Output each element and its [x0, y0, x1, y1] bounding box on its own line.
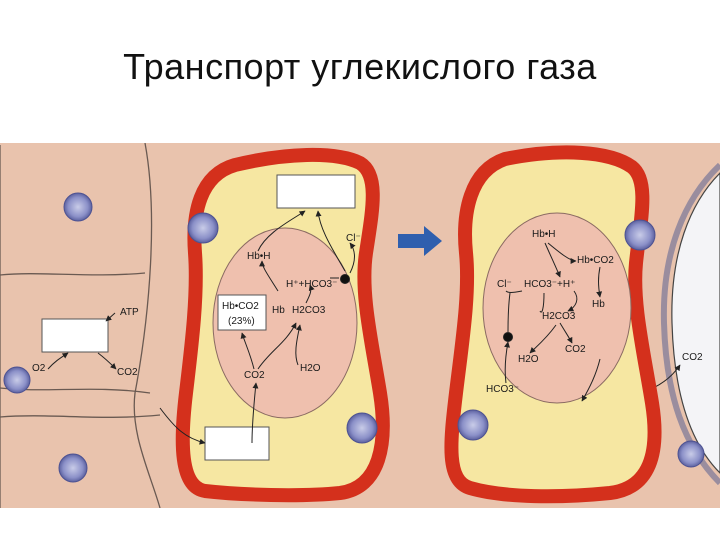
- hb-h-right-label: Hb•H: [532, 229, 556, 240]
- right-capillary-nucleus-icon: [624, 219, 656, 251]
- mitochondrion-box: [41, 318, 109, 353]
- co2-left-label: CO2: [117, 367, 138, 378]
- left-top-label-box: [276, 174, 356, 209]
- alveolar-nucleus-icon: [677, 440, 705, 468]
- co2-transport-diagram: ATP O2 CO2 CO2 Hb•H Cl⁻ H⁺+HCO3⁻ Hb•CO2 …: [0, 143, 720, 508]
- hb-left-label: Hb: [272, 305, 285, 316]
- hb-right-label: Hb: [592, 299, 605, 310]
- hb-co2-box: [217, 294, 267, 331]
- left-reaction-arrows: [159, 210, 356, 445]
- atp-label: ATP: [120, 307, 139, 318]
- hb-co2-box-line1: Hb•CO2: [222, 301, 259, 312]
- cl-right-label: Cl⁻: [497, 279, 512, 290]
- co2-far-right-label: CO2: [682, 352, 703, 363]
- left-capillary-nucleus-icon: [346, 412, 378, 444]
- left-bottom-label-box: [204, 426, 270, 461]
- hb-co2-right-label: Hb•CO2: [577, 255, 614, 266]
- slide-title: Транспорт углекислого газа: [123, 46, 597, 87]
- right-rbc: [482, 212, 632, 404]
- o2-arrow: [47, 352, 69, 370]
- co2-cell-left-label: CO2: [244, 370, 265, 381]
- co2-out-arrow: [97, 352, 117, 370]
- left-capillary-nucleus-icon: [187, 212, 219, 244]
- right-reaction-arrows: [503, 242, 603, 402]
- o2-left-label: O2: [32, 363, 46, 374]
- atp-arrow: [105, 312, 116, 322]
- h2co3-left-label: H2CO3: [292, 305, 326, 316]
- tissue-nucleus-icon: [3, 192, 93, 483]
- cl-left-label: Cl⁻: [346, 233, 361, 244]
- h-hco3-label: H⁺+HCO3⁻: [286, 279, 337, 290]
- transfer-arrow-icon: [398, 226, 442, 256]
- hb-h-left-label: Hb•H: [247, 251, 271, 262]
- hb-co2-box-line2: (23%): [228, 316, 255, 327]
- hco3-h-right-label: HCO3⁻+H⁺: [524, 279, 575, 290]
- right-capillary-nucleus-icon: [457, 409, 489, 441]
- h2o-right-label: H2O: [518, 354, 539, 365]
- h2co3-right-label: H2CO3: [542, 311, 576, 322]
- h2o-left-label: H2O: [300, 363, 321, 374]
- left-rbc: [212, 227, 358, 419]
- hco3-right-label: HCO3⁻: [486, 384, 519, 395]
- co2-cell-right-label: CO2: [565, 344, 586, 355]
